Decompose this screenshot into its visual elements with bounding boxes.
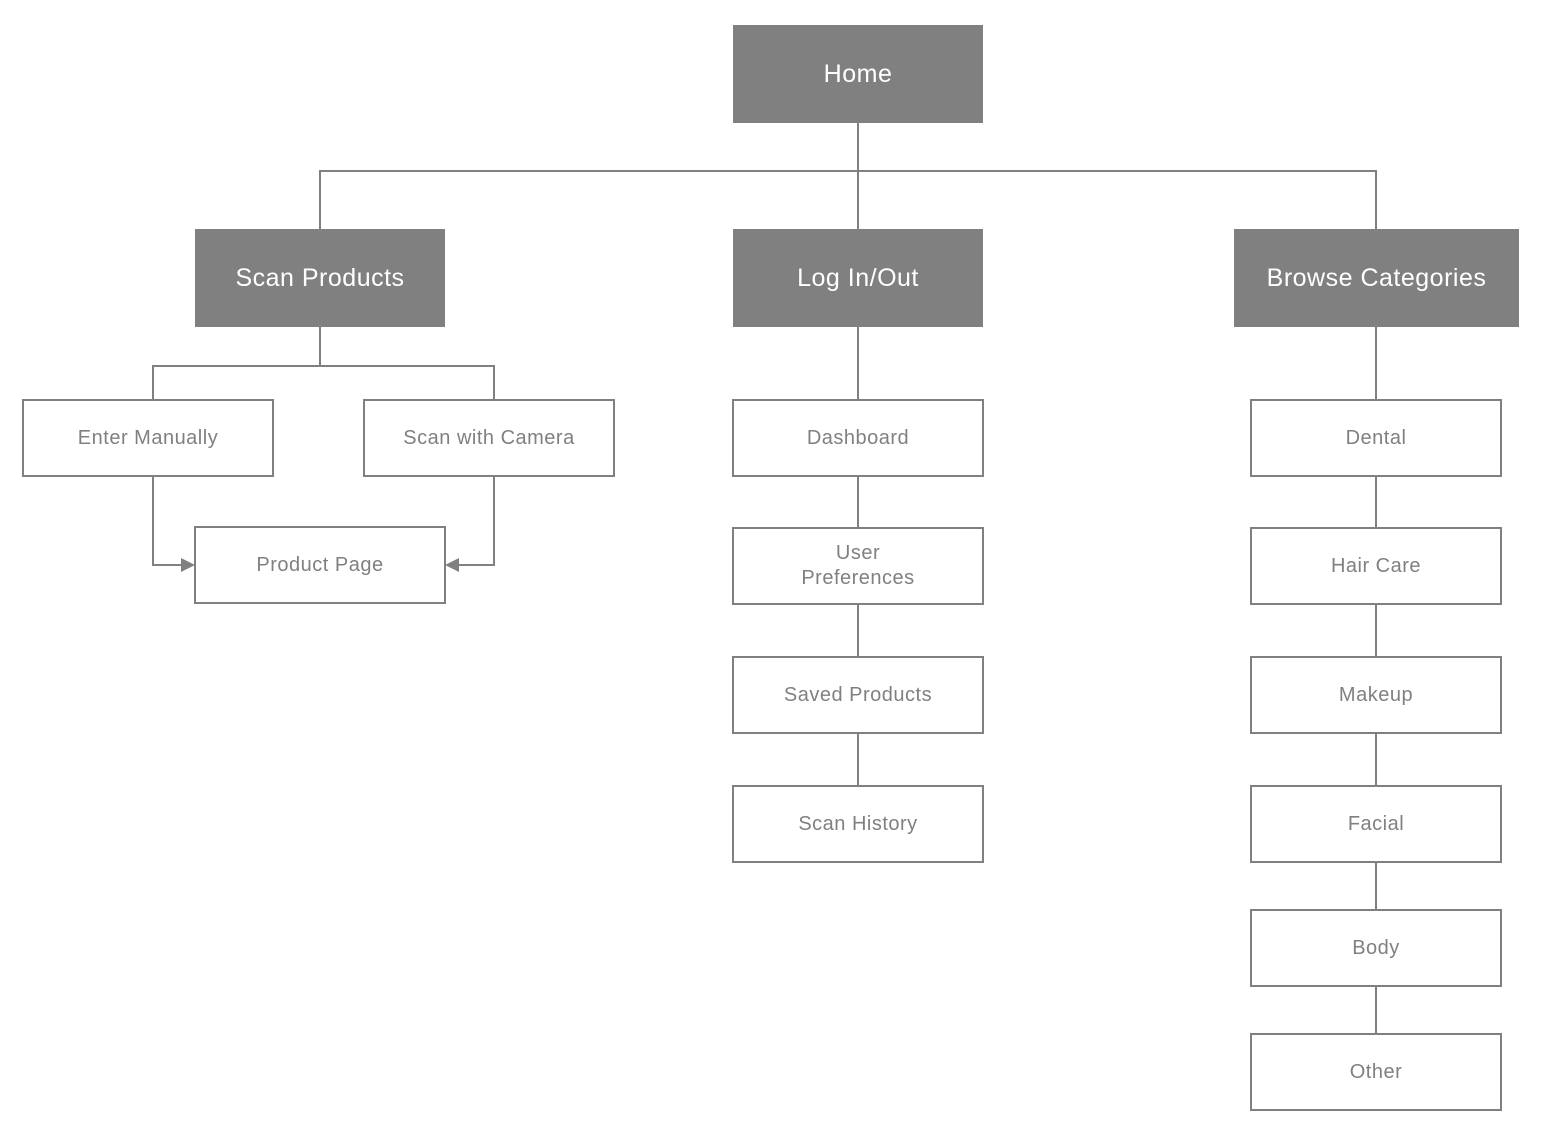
node-home: Home — [733, 25, 983, 123]
node-user-preferences-label-line2: Preferences — [801, 567, 915, 589]
node-hair-care: Hair Care — [1250, 527, 1502, 605]
connector-manual-to-product — [152, 476, 182, 566]
node-hair-care-label: Hair Care — [1330, 554, 1422, 577]
node-browse-categories: Browse Categories — [1234, 229, 1519, 327]
node-scan-with-camera: Scan with Camera — [363, 399, 615, 477]
node-body: Body — [1250, 909, 1502, 987]
connector-scan-bar — [152, 365, 495, 400]
node-dental-label: Dental — [1345, 426, 1407, 449]
node-log-in-out: Log In/Out — [733, 229, 983, 327]
node-facial-label: Facial — [1347, 812, 1405, 835]
arrowhead-left-icon — [445, 558, 459, 572]
connector-camera-to-product — [458, 476, 495, 566]
node-saved-products: Saved Products — [732, 656, 984, 734]
node-body-label: Body — [1352, 936, 1400, 959]
node-other: Other — [1250, 1033, 1502, 1111]
node-enter-manually-label: Enter Manually — [77, 426, 219, 449]
node-scan-history: Scan History — [732, 785, 984, 863]
node-dental: Dental — [1250, 399, 1502, 477]
node-makeup: Makeup — [1250, 656, 1502, 734]
arrowhead-right-icon — [181, 558, 195, 572]
node-facial: Facial — [1250, 785, 1502, 863]
node-scan-with-camera-label: Scan with Camera — [403, 426, 575, 449]
node-product-page-label: Product Page — [256, 553, 384, 576]
node-product-page: Product Page — [194, 526, 446, 604]
node-user-preferences: User Preferences — [732, 527, 984, 605]
connector-level1-bar — [319, 170, 1377, 229]
node-browse-categories-label: Browse Categories — [1266, 263, 1487, 292]
node-saved-products-label: Saved Products — [783, 683, 933, 706]
node-dashboard: Dashboard — [732, 399, 984, 477]
node-enter-manually: Enter Manually — [22, 399, 274, 477]
node-scan-history-label: Scan History — [798, 812, 918, 835]
node-makeup-label: Makeup — [1338, 683, 1414, 706]
node-dashboard-label: Dashboard — [806, 426, 910, 449]
node-user-preferences-label-line1: User — [835, 542, 881, 564]
node-scan-products-label: Scan Products — [235, 263, 405, 292]
node-home-label: Home — [823, 59, 893, 88]
node-scan-products: Scan Products — [195, 229, 445, 327]
node-log-in-out-label: Log In/Out — [797, 263, 919, 292]
node-other-label: Other — [1349, 1060, 1403, 1083]
